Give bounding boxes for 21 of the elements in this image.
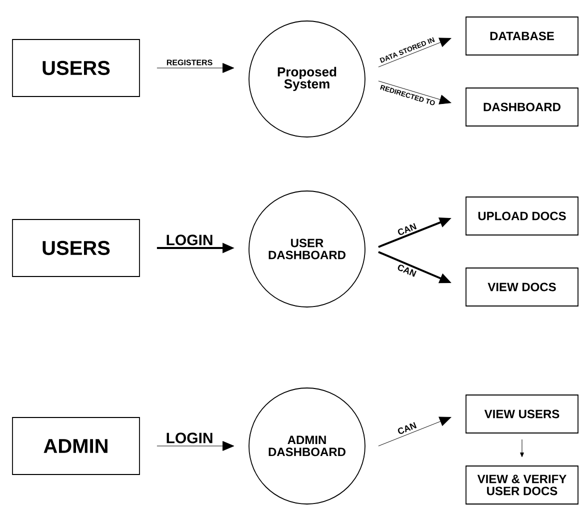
entity-box: DATABASE <box>466 16 578 56</box>
edge-label: CAN <box>398 422 417 434</box>
edge-label: CAN <box>398 264 416 277</box>
entity-box: DASHBOARD <box>466 88 578 126</box>
edge-label: CAN <box>398 223 417 235</box>
arrow <box>156 441 234 451</box>
entity-box: USERS <box>12 219 140 277</box>
edge-label: LOGIN <box>166 432 212 444</box>
entity-box: ADMIN <box>12 417 140 475</box>
entity-box: USERS <box>12 39 140 97</box>
entity-box: VIEW USERS <box>466 394 578 434</box>
arrow <box>378 38 452 68</box>
arrow <box>156 63 234 73</box>
arrow <box>378 80 452 104</box>
entity-box: VIEW & VERIFY USER DOCS <box>466 466 578 504</box>
entity-box: VIEW DOCS <box>466 268 578 306</box>
edge-label: LOGIN <box>166 234 212 246</box>
arrow <box>378 416 452 446</box>
arrow <box>520 439 524 458</box>
edge-label: REGISTERS <box>166 60 212 66</box>
entity-box: UPLOAD DOCS <box>466 196 578 236</box>
